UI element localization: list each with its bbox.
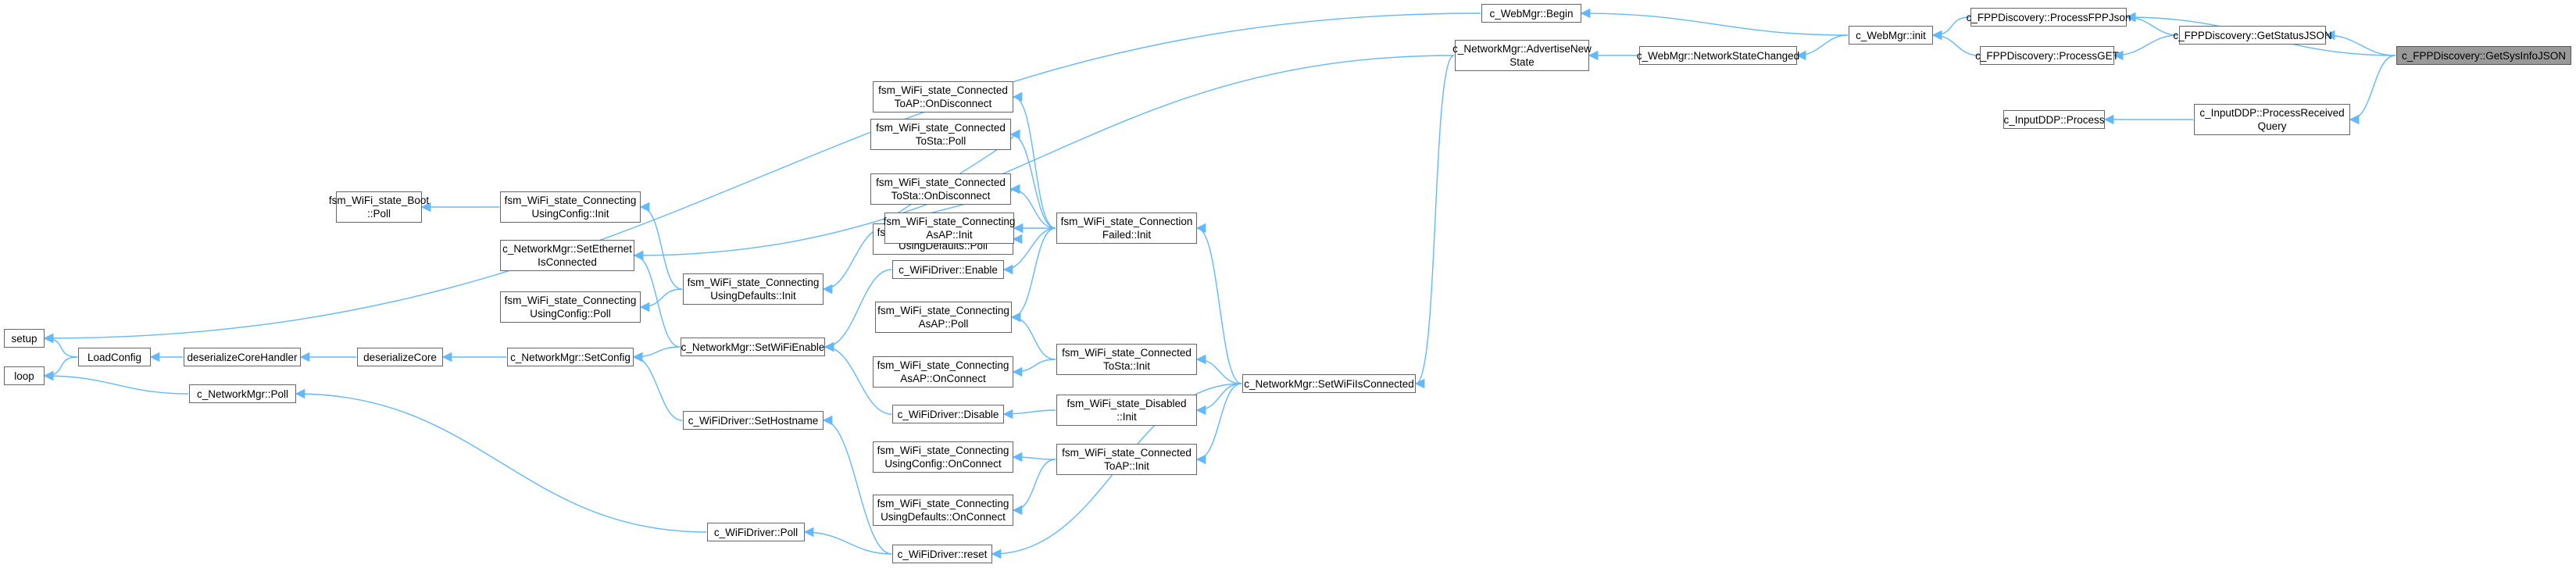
edge-ctap-init-to-nm-setwifiisconnected bbox=[1195, 383, 1242, 465]
node-nm-setwifienable[interactable]: c_NetworkMgr::SetWiFiEnable bbox=[681, 338, 825, 356]
node-desercore[interactable]: deserializeCore bbox=[357, 348, 443, 366]
edge-ctsta-poll-to-cf-init bbox=[1009, 129, 1056, 229]
node-wd-disable[interactable]: c_WiFiDriver::Disable bbox=[892, 405, 1004, 423]
node-nm-advertise[interactable]: c_NetworkMgr::AdvertiseNew State bbox=[1452, 40, 1592, 71]
node-nm-setconfig[interactable]: c_NetworkMgr::SetConfig bbox=[507, 348, 634, 366]
node-wm-init[interactable]: c_WebMgr::init bbox=[1849, 26, 1933, 45]
node-wm-netstate[interactable]: c_WebMgr::NetworkStateChanged bbox=[1637, 46, 1799, 65]
edge-cf-init-to-nm-setwifiisconnected bbox=[1195, 223, 1242, 384]
node-cud-init[interactable]: fsm_WiFi_state_Connecting UsingDefaults:… bbox=[683, 273, 824, 305]
node-boot-poll[interactable]: fsm_WiFi_state_Boot ::Poll bbox=[329, 191, 429, 223]
edge-wm-begin-to-wm-init bbox=[1580, 8, 1849, 36]
edge-ctap-ondisc-to-cf-init bbox=[1012, 91, 1056, 229]
node-ctap-init[interactable]: fsm_WiFi_state_Connected ToAP::Init bbox=[1056, 444, 1197, 475]
node-cap-onconnect[interactable]: fsm_WiFi_state_Connecting AsAP::OnConnec… bbox=[873, 356, 1013, 388]
node-fpp-processjson[interactable]: c_FPPDiscovery::ProcessFPPJson bbox=[1967, 8, 2131, 27]
edge-wm-init-to-fpp-processjson bbox=[1931, 16, 1970, 41]
edge-nm-setwifienable-to-wd-enable bbox=[824, 269, 892, 352]
edge-setup-to-wm-begin bbox=[43, 13, 1481, 344]
node-cf-init[interactable]: fsm_WiFi_state_Connection Failed::Init bbox=[1056, 213, 1197, 244]
edge-nm-seteth-to-nm-setwifienable bbox=[633, 250, 681, 348]
edge-cap-poll-to-cf-init bbox=[1010, 227, 1056, 323]
edge-fpp-processjson-to-fpp-getstatus bbox=[2125, 12, 2179, 36]
node-ctsta-poll[interactable]: fsm_WiFi_state_Connected ToSta::Poll bbox=[870, 119, 1011, 150]
edge-wd-poll-to-wd-reset bbox=[803, 527, 892, 555]
edge-setup-to-loadconfig bbox=[43, 333, 78, 358]
node-wm-begin[interactable]: c_WebMgr::Begin bbox=[1481, 4, 1581, 23]
node-dis-init[interactable]: fsm_WiFi_state_Disabled ::Init bbox=[1056, 395, 1197, 426]
edge-ddp-processquery-to-fpp-getsysinfo bbox=[2349, 55, 2396, 125]
node-fpp-getsysinfo: c_FPPDiscovery::GetSysInfoJSON bbox=[2396, 46, 2571, 65]
node-cuc-init[interactable]: fsm_WiFi_state_Connecting UsingConfig::I… bbox=[500, 191, 641, 223]
node-cud-onconnect[interactable]: fsm_WiFi_state_Connecting UsingDefaults:… bbox=[873, 495, 1013, 526]
edge-loop-to-nm-poll bbox=[43, 370, 189, 395]
node-wd-poll[interactable]: c_WiFiDriver::Poll bbox=[707, 523, 805, 541]
edge-nm-setconfig-to-nm-setwifienable bbox=[632, 346, 681, 363]
edge-nm-setconfig-to-wd-sethostname bbox=[632, 352, 683, 421]
node-ddp-processquery[interactable]: c_InputDDP::ProcessReceived Query bbox=[2194, 104, 2350, 135]
node-cap-init[interactable]: fsm_WiFi_state_Connecting AsAP::Init bbox=[884, 213, 1015, 244]
node-cuc-poll[interactable]: fsm_WiFi_state_Connecting UsingConfig::P… bbox=[500, 291, 641, 323]
edge-cuc-onconnect-to-ctap-init bbox=[1012, 452, 1056, 463]
edge-wd-enable-to-cf-init bbox=[1002, 227, 1056, 275]
node-nm-setwifiisconnected[interactable]: c_NetworkMgr::SetWiFiIsConnected bbox=[1242, 374, 1416, 393]
edge-fpp-processget-to-fpp-getstatus bbox=[2113, 34, 2179, 61]
edge-fpp-getstatus-to-fpp-getsysinfo bbox=[2324, 30, 2396, 56]
node-ctsta-ondisc[interactable]: fsm_WiFi_state_Connected ToSta::OnDiscon… bbox=[870, 173, 1011, 205]
edge-cuc-init-to-cud-init bbox=[639, 202, 683, 290]
edge-wm-netstate-to-wm-init bbox=[1795, 34, 1849, 61]
edge-cap-poll-to-ctsta-init bbox=[1010, 312, 1056, 360]
edge-ctsta-init-to-nm-setwifiisconnected bbox=[1195, 354, 1242, 384]
edge-cud-onconnect-to-ctap-init bbox=[1012, 459, 1056, 516]
edge-wd-disable-to-dis-init bbox=[1002, 409, 1056, 420]
edge-ctsta-ondisc-to-cf-init bbox=[1009, 184, 1056, 229]
edge-loop-to-loadconfig bbox=[43, 356, 78, 381]
edge-wm-init-to-fpp-processget bbox=[1931, 30, 1980, 56]
edge-wd-sethostname-to-wd-reset bbox=[822, 415, 892, 555]
node-ctsta-init[interactable]: fsm_WiFi_state_Connected ToSta::Init bbox=[1056, 344, 1197, 375]
node-loop[interactable]: loop bbox=[4, 366, 45, 385]
node-wd-sethostname[interactable]: c_WiFiDriver::SetHostname bbox=[683, 411, 824, 430]
node-fpp-processget[interactable]: c_FPPDiscovery::ProcessGET bbox=[1975, 46, 2119, 65]
node-loadconfig[interactable]: LoadConfig bbox=[78, 348, 151, 366]
node-nm-poll[interactable]: c_NetworkMgr::Poll bbox=[189, 384, 296, 403]
node-ctap-ondisc[interactable]: fsm_WiFi_state_Connected ToAP::OnDisconn… bbox=[873, 81, 1013, 113]
edge-nm-seteth-to-nm-advertise bbox=[633, 55, 1455, 261]
edge-nm-setwifienable-to-wd-disable bbox=[824, 341, 892, 415]
node-wd-enable[interactable]: c_WiFiDriver::Enable bbox=[892, 260, 1004, 279]
edge-cuc-poll-to-cud-init bbox=[639, 288, 683, 313]
node-cuc-onconnect[interactable]: fsm_WiFi_state_Connecting UsingConfig::O… bbox=[873, 441, 1013, 473]
node-fpp-getstatus[interactable]: c_FPPDiscovery::GetStatusJSON bbox=[2173, 26, 2332, 45]
edge-nm-poll-to-wd-poll bbox=[295, 388, 707, 533]
node-desercorehandler[interactable]: deserializeCoreHandler bbox=[184, 348, 301, 366]
node-ddp-process[interactable]: c_InputDDP::Process bbox=[2003, 110, 2105, 129]
node-wd-reset[interactable]: c_WiFiDriver::reset bbox=[892, 545, 992, 563]
edge-nm-setwifiisconnected-to-nm-advertise bbox=[1414, 55, 1455, 389]
node-nm-seteth[interactable]: c_NetworkMgr::SetEthernet IsConnected bbox=[500, 240, 634, 271]
node-cap-poll[interactable]: fsm_WiFi_state_Connecting AsAP::Poll bbox=[875, 302, 1012, 333]
node-setup[interactable]: setup bbox=[4, 329, 45, 348]
edge-dis-init-to-nm-setwifiisconnected bbox=[1195, 383, 1242, 416]
edge-cap-onconnect-to-ctsta-init bbox=[1012, 359, 1056, 377]
